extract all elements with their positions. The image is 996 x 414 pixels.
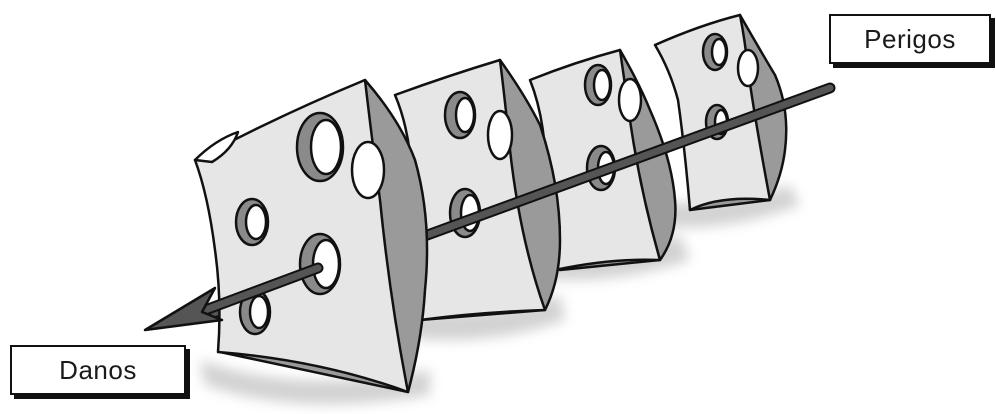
cheese-slice-1 — [195, 80, 427, 392]
slice-1-edge-hole — [352, 142, 384, 198]
slice-2-edge-hole — [488, 111, 512, 159]
losses-label: Danos — [10, 345, 186, 395]
slice-3-edge-hole — [619, 79, 641, 121]
hazards-label: Perigos — [829, 14, 991, 64]
slice-4-edge-hole — [738, 50, 758, 86]
